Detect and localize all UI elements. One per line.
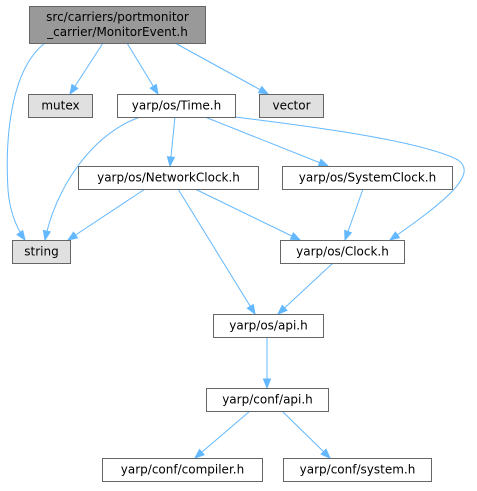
node-box xyxy=(280,240,405,264)
node-label: string xyxy=(24,245,58,259)
edge-line xyxy=(6,42,46,241)
node-box xyxy=(117,94,236,118)
node-osapi[interactable]: yarp/os/api.h xyxy=(213,314,324,338)
node-label: yarp/os/Time.h xyxy=(132,99,221,113)
edge-arrowhead xyxy=(289,232,302,241)
edge-arrowhead xyxy=(42,229,52,242)
edge-line xyxy=(204,116,329,167)
node-label: yarp/os/api.h xyxy=(229,319,307,333)
edge-arrowhead xyxy=(69,83,79,96)
node-box xyxy=(206,388,329,412)
edge-arrowhead xyxy=(16,229,26,242)
edge-osapi-to-confapi xyxy=(262,337,272,390)
node-box xyxy=(102,458,263,482)
edge-line xyxy=(194,188,301,241)
node-root[interactable]: src/carriers/portmonitor_carrier/Monitor… xyxy=(29,6,206,44)
node-box xyxy=(12,240,71,264)
node-clock[interactable]: yarp/os/Clock.h xyxy=(280,240,405,264)
node-label: _carrier/MonitorEvent.h xyxy=(46,25,188,39)
node-box xyxy=(28,94,93,118)
node-label: src/carriers/portmonitor xyxy=(46,10,189,24)
edge-arrowhead xyxy=(193,448,205,459)
node-label: yarp/conf/compiler.h xyxy=(121,463,244,477)
edge-networkclock-to-string xyxy=(66,188,146,241)
node-label: vector xyxy=(272,99,310,113)
node-box xyxy=(29,6,206,44)
edge-line xyxy=(234,116,465,241)
edge-arrowhead xyxy=(257,85,270,95)
edge-arrowhead xyxy=(276,304,288,315)
edge-line xyxy=(194,410,251,459)
node-label: mutex xyxy=(41,99,79,113)
edge-networkclock-to-osapi xyxy=(177,188,256,316)
node-label: yarp/os/SystemClock.h xyxy=(299,171,436,185)
node-box xyxy=(282,166,453,190)
edge-line xyxy=(177,188,256,315)
edge-networkclock-to-clock xyxy=(194,188,302,241)
node-label: yarp/conf/system.h xyxy=(300,463,416,477)
node-systemclock[interactable]: yarp/os/SystemClock.h xyxy=(282,166,453,190)
node-system[interactable]: yarp/conf/system.h xyxy=(283,458,432,482)
node-label: yarp/conf/api.h xyxy=(222,393,313,407)
edge-confapi-to-compiler xyxy=(193,410,251,459)
edge-arrowhead xyxy=(66,231,79,241)
edge-line xyxy=(67,188,146,241)
edge-arrowhead xyxy=(166,156,176,168)
edge-arrowhead xyxy=(246,303,256,316)
node-box xyxy=(283,458,432,482)
edge-time-to-networkclock xyxy=(166,116,176,168)
node-string: string xyxy=(12,240,71,264)
node-time[interactable]: yarp/os/Time.h xyxy=(117,94,236,118)
node-confapi[interactable]: yarp/conf/api.h xyxy=(206,388,329,412)
edge-line xyxy=(44,116,141,241)
edge-arrowhead xyxy=(262,378,272,390)
edge-time-to-string xyxy=(42,116,141,242)
edge-confapi-to-system xyxy=(281,410,331,459)
edge-line xyxy=(174,42,269,95)
edge-line xyxy=(277,262,334,315)
edge-time-to-systemclock xyxy=(204,116,330,167)
edge-arrowhead xyxy=(344,229,353,242)
node-networkclock[interactable]: yarp/os/NetworkClock.h xyxy=(78,166,259,190)
edge-root-to-mutex xyxy=(69,42,104,96)
edge-time-to-clock xyxy=(234,116,465,241)
node-compiler[interactable]: yarp/conf/compiler.h xyxy=(102,458,263,482)
edge-arrowhead xyxy=(317,158,330,167)
edge-line xyxy=(126,42,159,95)
edge-line xyxy=(281,410,331,459)
edges-layer xyxy=(6,42,465,459)
node-box xyxy=(259,94,324,118)
node-box xyxy=(78,166,259,190)
node-label: yarp/os/NetworkClock.h xyxy=(97,171,240,185)
edge-line xyxy=(69,42,104,95)
edge-root-to-vector xyxy=(174,42,270,95)
edge-root-to-string xyxy=(6,42,46,242)
node-mutex: mutex xyxy=(28,94,93,118)
node-vector: vector xyxy=(259,94,324,118)
node-label: yarp/os/Clock.h xyxy=(296,245,389,259)
edge-clock-to-osapi xyxy=(276,262,334,315)
node-box xyxy=(213,314,324,338)
edge-arrowhead xyxy=(388,231,401,241)
edge-systemclock-to-clock xyxy=(344,188,364,242)
edge-arrowhead xyxy=(149,83,159,96)
nodes-layer: src/carriers/portmonitor_carrier/Monitor… xyxy=(12,6,453,482)
edge-arrowhead xyxy=(320,448,331,459)
edge-root-to-time xyxy=(126,42,159,96)
